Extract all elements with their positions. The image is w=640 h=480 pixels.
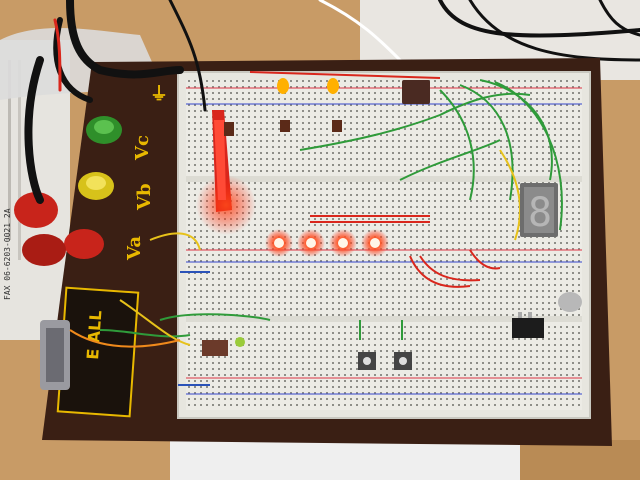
seven-segment-digit: 8: [528, 190, 552, 236]
tact-switches: [358, 352, 412, 370]
green-jumpers: [99, 79, 563, 340]
label-vc: Vc: [132, 135, 153, 161]
alligator-clip: [196, 110, 256, 235]
label-va: Va: [124, 236, 145, 261]
dsub-connector: [40, 320, 70, 390]
misc-leads: [69, 149, 521, 386]
board-labels: Vc Vb Va ⏚: [124, 84, 168, 261]
small-parts: [202, 337, 245, 356]
amber-leds: [224, 78, 342, 136]
seven-segment-display: 8: [520, 183, 558, 237]
label-vb: Vb: [134, 183, 155, 211]
cables-top: [318, 0, 640, 62]
banana-jacks: [14, 116, 122, 266]
brand-plate: E ALL: [56, 286, 140, 418]
red-jumpers: [249, 71, 501, 288]
metal-component: [558, 292, 582, 312]
white-paper-bottom: [170, 440, 530, 480]
brand-text: E ALL: [83, 310, 105, 360]
relay-block: [402, 80, 430, 104]
probe-cables: [24, 0, 207, 204]
glowing-leds: [265, 229, 389, 257]
fax-text: FAX 06-6203-0021 2A: [3, 208, 12, 300]
ic-chip: [512, 312, 544, 338]
label-ground: ⏚: [150, 84, 168, 105]
